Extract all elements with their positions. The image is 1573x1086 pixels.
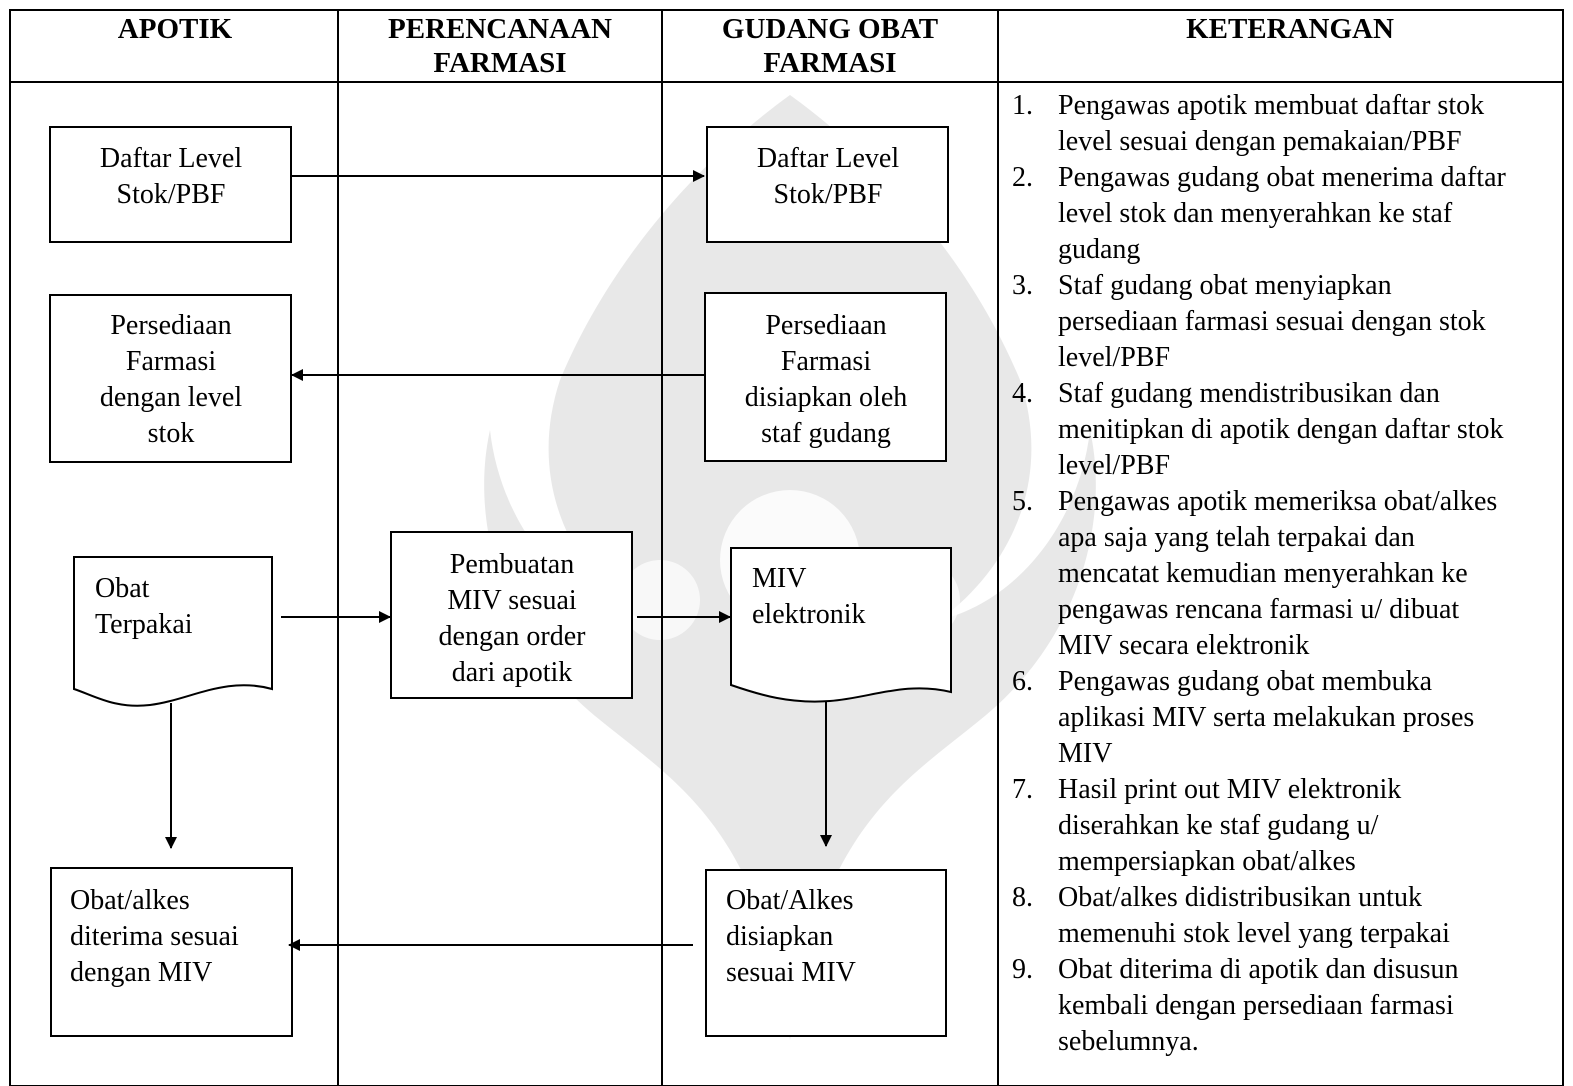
text-line: MIV (752, 563, 806, 594)
note-line: diserahkan ke staf gudang u/ (1058, 810, 1379, 841)
text-line: Farmasi (781, 346, 871, 377)
note-line: Obat/alkes didistribusikan untuk (1058, 882, 1422, 913)
text-line: dengan order (439, 621, 587, 652)
note-line: pengawas rencana farmasi u/ dibuat (1058, 594, 1459, 625)
text-line: Persediaan (110, 310, 231, 341)
text-line: APOTIK (118, 13, 233, 45)
document-miv-elektronik-label: MIV elektronik (752, 563, 866, 630)
note-line: MIV (1058, 738, 1112, 769)
text-line: sesuai MIV (726, 957, 856, 988)
note-line: Pengawas gudang obat membuka (1058, 666, 1433, 697)
text-line: Daftar Level (100, 143, 242, 174)
note-line: Pengawas apotik membuat daftar stok (1058, 90, 1484, 121)
header-keterangan: KETERANGAN (1186, 13, 1394, 45)
note-line: level sesuai dengan pemakaian/PBF (1058, 126, 1462, 157)
text-line: Persediaan (765, 310, 886, 341)
note-line: Pengawas gudang obat menerima daftar (1058, 162, 1507, 193)
text-line: Obat/Alkes (726, 885, 854, 916)
note-line: Hasil print out MIV elektronik (1058, 774, 1401, 805)
text-line: Stok/PBF (117, 179, 226, 210)
note-line: mencatat kemudian menyerahkan ke (1058, 558, 1468, 589)
note-line: level/PBF (1058, 450, 1170, 481)
note-line: Pengawas apotik memeriksa obat/alkes (1058, 486, 1497, 517)
note-line: Staf gudang mendistribusikan dan (1058, 378, 1440, 409)
note-line: sebelumnya. (1058, 1026, 1199, 1057)
note-number: 2. (1012, 162, 1033, 193)
box-apotik-persediaan (49, 294, 292, 463)
note-number: 9. (1012, 954, 1033, 985)
text-line: Obat (95, 573, 150, 604)
note-line: MIV secara elektronik (1058, 630, 1309, 661)
note-line: apa saja yang telah terpakai dan (1058, 522, 1415, 553)
text-line: dengan MIV (70, 957, 212, 988)
note-line: kembali dengan persediaan farmasi (1058, 990, 1454, 1021)
note-line: persediaan farmasi sesuai dengan stok (1058, 306, 1486, 337)
text-line: Farmasi (126, 346, 216, 377)
note-line: mempersiapkan obat/alkes (1058, 846, 1356, 877)
document-obat-terpakai (73, 556, 273, 707)
note-line: memenuhi stok level yang terpakai (1058, 918, 1450, 949)
note-line: Obat diterima di apotik dan disusun (1058, 954, 1459, 985)
note-line: menitipkan di apotik dengan daftar stok (1058, 414, 1504, 445)
text-line: Stok/PBF (774, 179, 883, 210)
box-obat-disiapkan-label: Obat/Alkes disiapkan sesuai MIV (726, 885, 856, 988)
text-line: FARMASI (433, 47, 566, 79)
header-apotik: APOTIK (118, 13, 233, 45)
note-number: 8. (1012, 882, 1033, 913)
note-line: gudang (1058, 234, 1140, 265)
note-number: 3. (1012, 270, 1033, 301)
box-pembuatan-miv (390, 531, 633, 699)
text-line: KETERANGAN (1186, 13, 1394, 45)
note-line: Staf gudang obat menyiapkan (1058, 270, 1392, 301)
text-line: GUDANG OBAT (722, 13, 938, 45)
text-line: disiapkan (726, 921, 833, 952)
note-number: 4. (1012, 378, 1033, 409)
text-line: elektronik (752, 599, 866, 630)
text-line: dengan level (100, 382, 242, 413)
text-line: Obat/alkes (70, 885, 190, 916)
text-line: diterima sesuai (70, 921, 239, 952)
box-obat-diterima-label: Obat/alkes diterima sesuai dengan MIV (70, 885, 239, 988)
note-number: 7. (1012, 774, 1033, 805)
box-apotik-daftar-level (49, 126, 292, 243)
text-line: Terpakai (95, 609, 193, 640)
text-line: stok (148, 418, 195, 449)
swimlane-table (9, 9, 1564, 1086)
box-obat-diterima (50, 867, 293, 1037)
note-number: 6. (1012, 666, 1033, 697)
box-gudang-persediaan (704, 292, 947, 462)
note-line: level stok dan menyerahkan ke staf (1058, 198, 1453, 229)
text-line: disiapkan oleh (745, 382, 908, 413)
text-line: FARMASI (763, 47, 896, 79)
note-line: aplikasi MIV serta melakukan proses (1058, 702, 1474, 733)
text-line: staf gudang (761, 418, 891, 449)
note-line: level/PBF (1058, 342, 1170, 373)
text-line: PERENCANAAN (388, 13, 612, 45)
text-line: MIV sesuai (447, 585, 577, 616)
text-line: Pembuatan (450, 549, 574, 580)
note-number: 5. (1012, 486, 1033, 517)
document-miv-elektronik (730, 547, 952, 703)
keterangan-list: 1. Pengawas apotik membuat daftar stok lev… (1012, 90, 1507, 1057)
box-obat-disiapkan (705, 869, 947, 1037)
note-number: 1. (1012, 90, 1033, 121)
box-gudang-daftar-level (706, 126, 949, 243)
text-line: Daftar Level (757, 143, 899, 174)
text-line: dari apotik (452, 657, 573, 688)
